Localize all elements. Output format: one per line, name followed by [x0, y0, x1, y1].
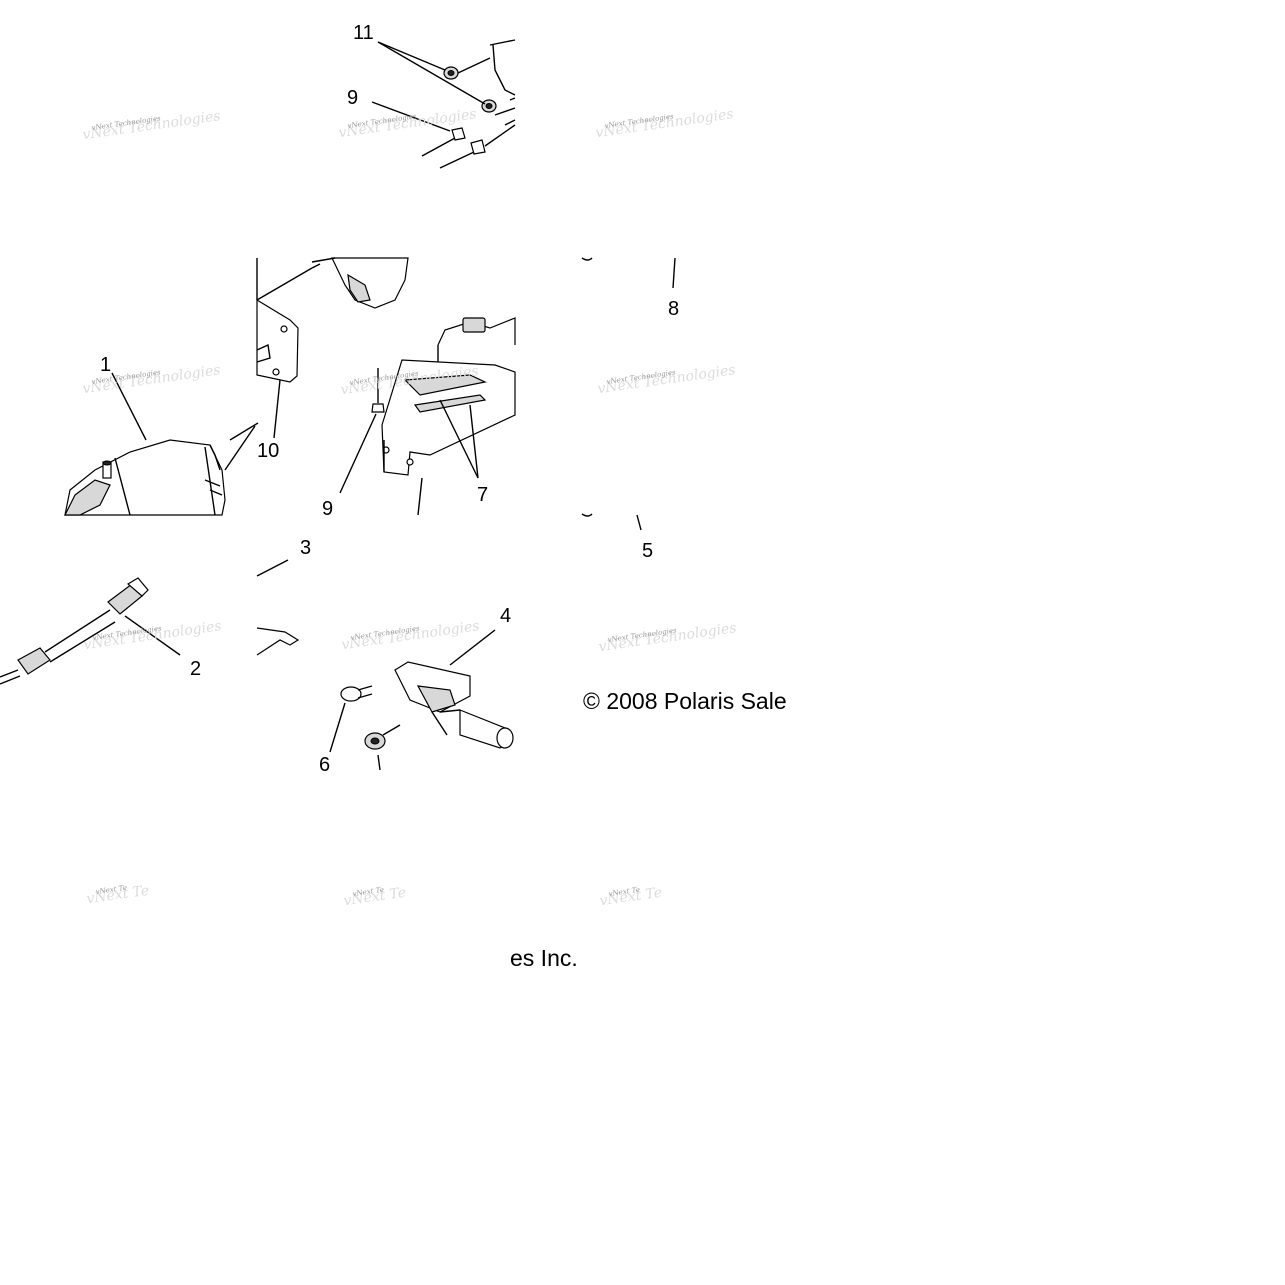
rivet-pin	[371, 368, 385, 413]
callout-7: 7	[477, 484, 488, 506]
bolt-head-6	[340, 685, 373, 702]
callout-2: 2	[190, 658, 201, 680]
terminal-strap	[256, 627, 300, 656]
leader-5	[636, 514, 642, 531]
callout-3: 3	[300, 537, 311, 559]
leader-6a	[329, 702, 346, 753]
leader-7b	[469, 404, 479, 479]
battery-cable	[0, 577, 149, 685]
leader-8	[672, 257, 676, 289]
nut-upper	[443, 57, 491, 80]
callout-9-mid: 9	[322, 498, 333, 520]
leader-3	[256, 559, 289, 577]
motor-end-cap	[311, 257, 409, 309]
starter-motor-body	[64, 422, 259, 516]
callout-11: 11	[353, 22, 374, 44]
nut-lower	[481, 99, 497, 113]
bolt-socket	[364, 724, 401, 750]
bracket-top	[489, 39, 516, 126]
clamp-band	[437, 317, 516, 395]
leader-6b	[377, 754, 381, 771]
middle-center-fragment: 7 9	[311, 257, 516, 520]
watermark-7: vNext Technologies vNext Technologies	[83, 618, 223, 653]
lower-center-fragment: 4 6	[319, 605, 514, 776]
copyright-part-a: © 2008 Polaris Sale	[583, 688, 787, 714]
leader-9-top	[371, 101, 451, 132]
watermark-3: vNext Technologies vNext Technologies	[595, 106, 735, 141]
top-fragment: 11 9	[347, 22, 516, 169]
leader-9-mid	[339, 413, 377, 494]
mount-plate	[256, 258, 313, 383]
watermark-9: vNext Technologies vNext Technologies	[598, 620, 738, 655]
leader-bracket	[417, 477, 423, 516]
fragment-mark-top	[581, 257, 593, 261]
watermark-11: vNext Te vNext Te	[343, 885, 408, 910]
callout-10: 10	[257, 440, 279, 462]
watermark-8: vNext Technologies vNext Technologies	[341, 618, 481, 653]
callout-5: 5	[642, 540, 653, 562]
lower-left-fragment: 2 3	[0, 537, 311, 685]
middle-left-fragment: 1 10	[64, 258, 313, 516]
leader-4	[449, 629, 496, 666]
leader-11b	[377, 41, 486, 105]
callout-1: 1	[100, 354, 111, 376]
drive-gear-assembly	[394, 661, 514, 749]
callout-4: 4	[500, 605, 511, 627]
copyright-part-b: es Inc.	[510, 945, 578, 971]
middle-right-fragment: 8 5	[581, 257, 679, 562]
leader-7a	[439, 399, 479, 479]
rivet-b	[439, 124, 516, 169]
callout-6: 6	[319, 754, 330, 776]
watermark-10: vNext Te vNext Te	[86, 883, 151, 908]
leader-2	[124, 615, 181, 656]
watermark-1: vNext Technologies vNext Technologies	[82, 108, 222, 143]
rivet-a	[421, 127, 466, 157]
leader-1	[111, 372, 147, 441]
callout-8: 8	[668, 298, 679, 320]
watermark-12: vNext Te vNext Te	[599, 885, 664, 910]
callout-9-top: 9	[347, 87, 358, 109]
leader-11a	[377, 41, 446, 71]
leader-10	[273, 379, 281, 439]
fragment-mark-bottom	[581, 513, 593, 517]
watermark-6: vNext Technologies vNext Technologies	[597, 362, 737, 397]
